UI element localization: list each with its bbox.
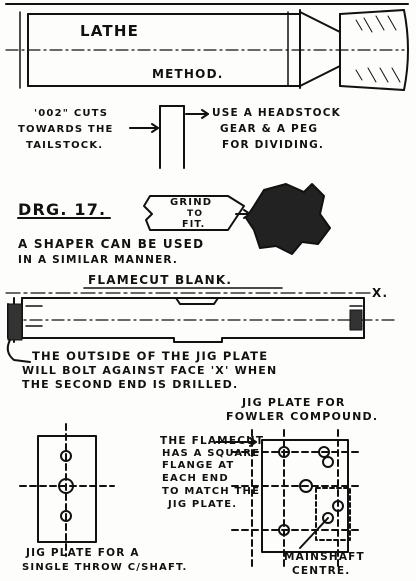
chuck-hatching	[355, 15, 401, 83]
fowler-title: JIG PLATE FOR FOWLER COMPOUND.	[226, 396, 378, 423]
single-throw-line-2: SINGLE THROW C/SHAFT.	[22, 562, 188, 573]
grind-note-line-3: FIT.	[182, 219, 205, 230]
outside-leader	[6, 339, 31, 363]
flange-note-line-1: THE FLAMECUT	[160, 435, 264, 447]
gear-note-line-3: FOR DIVIDING.	[222, 139, 324, 151]
right-flange-face	[349, 309, 363, 331]
flange-note-line-2: HAS A SQUARE	[162, 448, 260, 459]
lathe-title: LATHE	[80, 22, 139, 40]
flamecut-blank	[5, 292, 397, 343]
grind-note-line-2: TO	[187, 209, 203, 219]
left-flange-face	[7, 303, 23, 341]
shaper-note-line-1: A SHAPER CAN BE USED	[18, 237, 204, 251]
face-x-label: X.	[372, 286, 388, 300]
fowler-title-line-2: FOWLER COMPOUND.	[226, 410, 378, 423]
flange-note-line-6: JIG PLATE.	[167, 499, 237, 510]
outside-note-line-1: THE OUTSIDE OF THE JIG PLATE	[32, 349, 268, 363]
mainshaft-label: MAINSHAFT CENTRE.	[284, 551, 365, 577]
fowler-title-line-1: JIG PLATE FOR	[241, 396, 346, 409]
mainshaft-leader	[299, 517, 329, 549]
grind-note: GRIND TO FIT.	[170, 197, 212, 230]
gear-arrow	[185, 109, 209, 119]
gear-note-line-1: USE A HEADSTOCK	[212, 107, 341, 119]
drawing-17-label: DRG. 17.	[18, 200, 106, 219]
cut-note-line-3: TAILSTOCK.	[26, 140, 103, 151]
shaper-note-line-2: IN A SIMILAR MANNER.	[18, 254, 178, 266]
mainshaft-line-2: CENTRE.	[292, 565, 350, 577]
flange-note-line-3: FLANGE AT	[162, 460, 234, 471]
outside-note-line-3: THE SECOND END IS DRILLED.	[22, 378, 238, 391]
single-throw-holes	[58, 450, 74, 522]
grind-note-line-1: GRIND	[170, 197, 212, 208]
flange-arrow	[215, 437, 257, 447]
flange-note-line-4: EACH END	[162, 473, 229, 484]
gear-note-line-2: GEAR & A PEG	[220, 123, 318, 135]
cut-note-line-1: '002" CUTS	[34, 108, 108, 119]
single-throw-jig-plate	[19, 423, 115, 557]
fowler-holes	[278, 446, 344, 536]
cut-note: '002" CUTS TOWARDS THE TAILSTOCK.	[18, 108, 114, 151]
lathe-method: METHOD.	[152, 67, 224, 81]
mainshaft-line-1: MAINSHAFT	[284, 551, 365, 563]
flange-note-line-5: TO MATCH THE	[162, 486, 260, 497]
outside-note: THE OUTSIDE OF THE JIG PLATE WILL BOLT A…	[22, 349, 277, 391]
shaper-note: A SHAPER CAN BE USED IN A SIMILAR MANNER…	[18, 237, 204, 266]
blank-title: FLAMECUT BLANK.	[88, 273, 232, 287]
lathe-bar	[5, 3, 409, 91]
flange-note: THE FLAMECUT HAS A SQUARE FLANGE AT EACH…	[160, 435, 264, 510]
gear-note: USE A HEADSTOCK GEAR & A PEG FOR DIVIDIN…	[212, 107, 341, 151]
single-throw-line-1: JIG PLATE FOR A	[25, 547, 140, 559]
stamp-blob	[245, 183, 331, 255]
tool-post	[159, 105, 185, 169]
single-throw-label: JIG PLATE FOR A SINGLE THROW C/SHAFT.	[22, 547, 188, 573]
outside-note-line-2: WILL BOLT AGAINST FACE 'X' WHEN	[22, 364, 277, 377]
grind-banner	[143, 195, 245, 231]
cut-arrow	[129, 123, 159, 133]
cut-note-line-2: TOWARDS THE	[18, 124, 114, 135]
fowler-jig-plate	[231, 429, 361, 567]
